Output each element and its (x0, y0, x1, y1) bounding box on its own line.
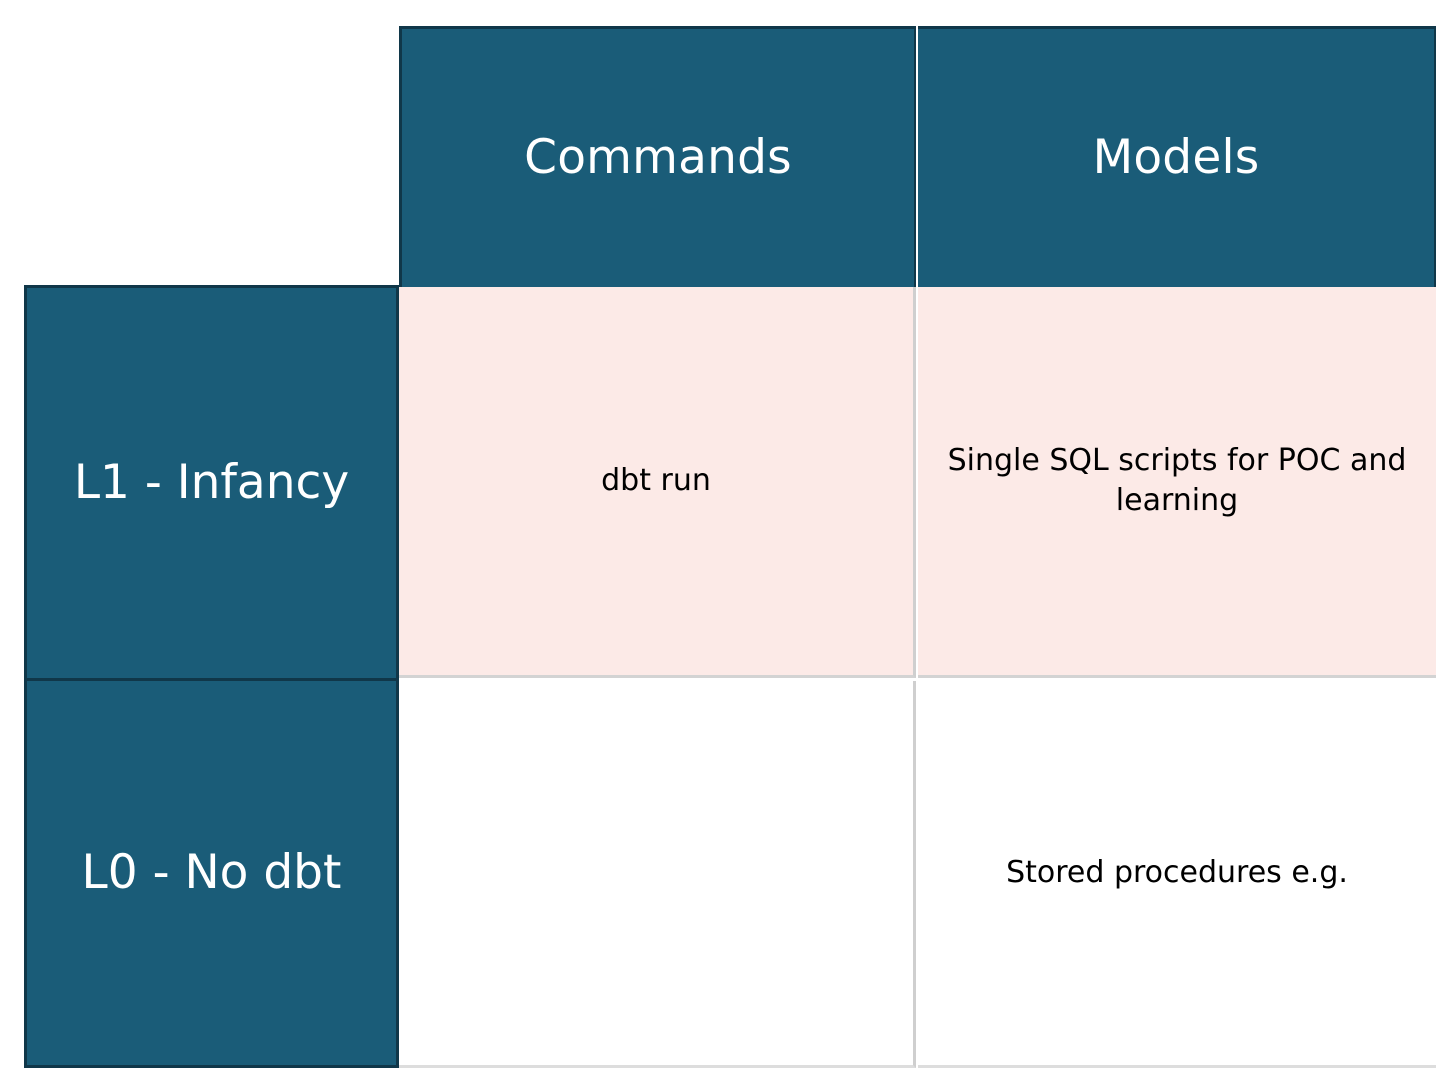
cell-l1-models-text: Single SQL scripts for POC and learning (947, 442, 1407, 518)
column-header-commands-label: Commands (524, 130, 792, 186)
row-header-l0-no-dbt: L0 - No dbt (24, 678, 399, 1068)
row-header-l1-infancy: L1 - Infancy (24, 285, 399, 678)
column-header-models-label: Models (1092, 130, 1260, 186)
row-header-l0-no-dbt-label: L0 - No dbt (81, 845, 342, 901)
column-header-models: Models (918, 26, 1436, 287)
column-header-commands: Commands (399, 26, 916, 287)
cell-l1-models: Single SQL scripts for POC and learning (918, 287, 1436, 678)
cell-l0-models: Stored procedures e.g. (918, 681, 1436, 1068)
row-header-l1-infancy-label: L1 - Infancy (73, 455, 350, 511)
cell-l0-models-text: Stored procedures e.g. (1006, 854, 1348, 890)
cell-l1-commands-text: dbt run (601, 462, 711, 498)
cell-l1-commands: dbt run (399, 287, 916, 678)
cell-l0-commands (399, 681, 916, 1068)
